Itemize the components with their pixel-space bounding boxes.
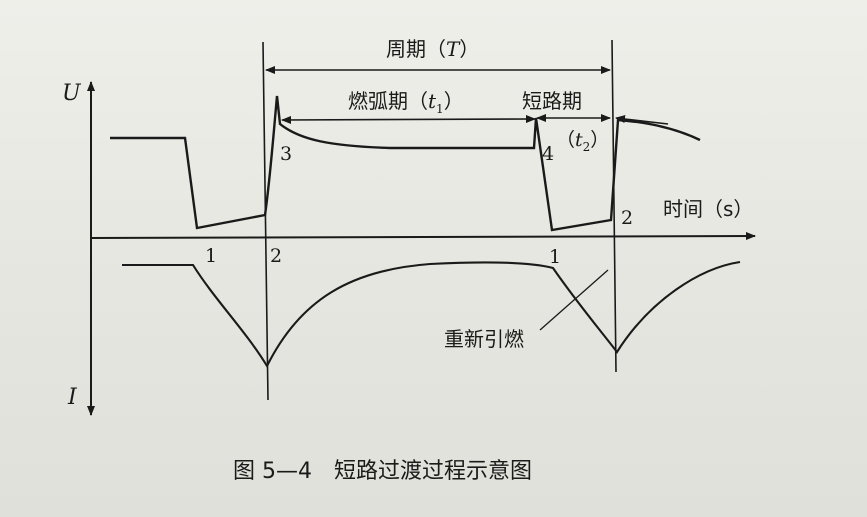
point-label-c1b: 1: [549, 246, 561, 268]
point-label-c1: 1: [205, 245, 217, 267]
current-waveform: [122, 260, 741, 369]
period-end-line: [611, 39, 617, 373]
short-period-symbol: （t2）: [556, 129, 609, 154]
short-period-arrow-tail: [615, 115, 669, 125]
short-period-label: 短路期: [522, 89, 582, 113]
point-label-c2: 2: [270, 245, 282, 267]
point-label-v4: 4: [542, 143, 554, 165]
current-axis-label: I: [67, 385, 78, 410]
time-axis-label: 时间（s）: [663, 197, 753, 221]
time-axis: [90, 232, 756, 241]
period-start-line: [262, 41, 269, 401]
figure-caption: 图 5—4 短路过渡过程示意图: [233, 459, 532, 484]
point-label-v3: 3: [280, 143, 292, 165]
voltage-waveform: [110, 95, 701, 232]
period-label: 周期（T）: [386, 37, 479, 61]
reignition-leader: [539, 269, 609, 331]
arc-period-arrow: [281, 115, 536, 124]
arc-period-label: 燃弧期（t1）: [348, 89, 464, 116]
reignition-label: 重新引燃: [444, 327, 524, 351]
voltage-axis-label: U: [62, 81, 82, 106]
point-label-v2b: 2: [621, 207, 633, 229]
